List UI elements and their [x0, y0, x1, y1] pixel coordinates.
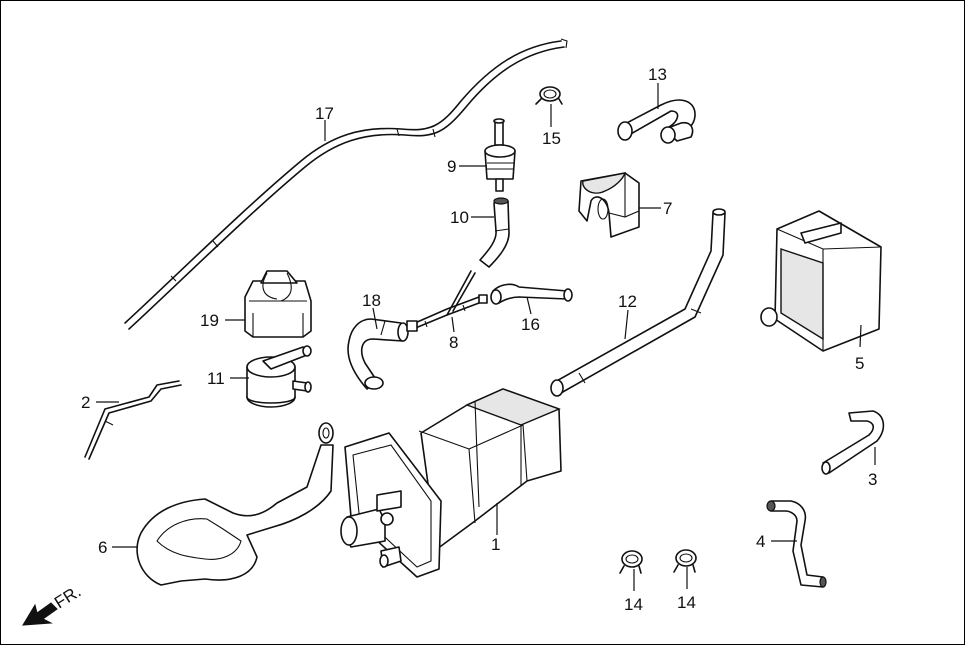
callout-14-right: 14: [677, 593, 696, 612]
part-13-u-hose: [617, 99, 696, 144]
part-4-bent-hose: [766, 500, 827, 588]
callout-12: 12: [618, 292, 637, 311]
leader-lines: [96, 83, 876, 591]
part-8-y-pipe: [406, 270, 488, 332]
part-15-hose-clamp: [535, 86, 563, 105]
callout-9: 9: [447, 157, 456, 176]
part-9-fuel-filter: [484, 118, 516, 192]
part-12-long-pipe: [550, 208, 726, 397]
callout-3: 3: [868, 470, 877, 489]
callout-13: 13: [648, 65, 667, 84]
part-7-bracket: [578, 172, 640, 238]
part-16-l-pipe: [490, 283, 573, 305]
callout-6: 6: [98, 538, 107, 557]
part-2-bracket-rod: [84, 380, 182, 460]
front-arrow-icon: [22, 602, 58, 626]
callout-10: 10: [450, 208, 469, 227]
callout-4: 4: [756, 532, 765, 551]
callout-18: 18: [362, 291, 381, 310]
part-17-long-hose: [124, 38, 568, 330]
callout-19: 19: [200, 311, 219, 330]
callout-14-left: 14: [624, 595, 643, 614]
callout-17: 17: [315, 104, 334, 123]
part-19-solenoid-valve: [244, 270, 312, 338]
callout-16: 16: [521, 315, 540, 334]
part-10-elbow-hose: [479, 197, 510, 268]
callout-5: 5: [855, 354, 864, 373]
part-11-check-valve: [246, 345, 312, 408]
part-1-charcoal-canister: [340, 388, 562, 578]
callout-2: 2: [81, 393, 90, 412]
part-14-hose-clamp-a: [619, 550, 643, 574]
part-6-loop-hose: [136, 422, 334, 586]
part-5-canister-cover: [760, 210, 882, 352]
callout-15: 15: [542, 129, 561, 148]
part-14-hose-clamp-b: [673, 549, 697, 573]
callout-7: 7: [663, 199, 672, 218]
callout-8: 8: [449, 333, 458, 352]
part-18-curved-hose: [347, 318, 409, 390]
callout-11: 11: [207, 369, 225, 388]
front-direction-indicator: FR.: [22, 582, 84, 626]
part-3-small-hose: [821, 410, 885, 475]
callout-1: 1: [491, 535, 500, 554]
callout-labels: 17 15 13 9 10 7 19 18 8 16 12 5 11 2 3 1…: [81, 65, 877, 614]
